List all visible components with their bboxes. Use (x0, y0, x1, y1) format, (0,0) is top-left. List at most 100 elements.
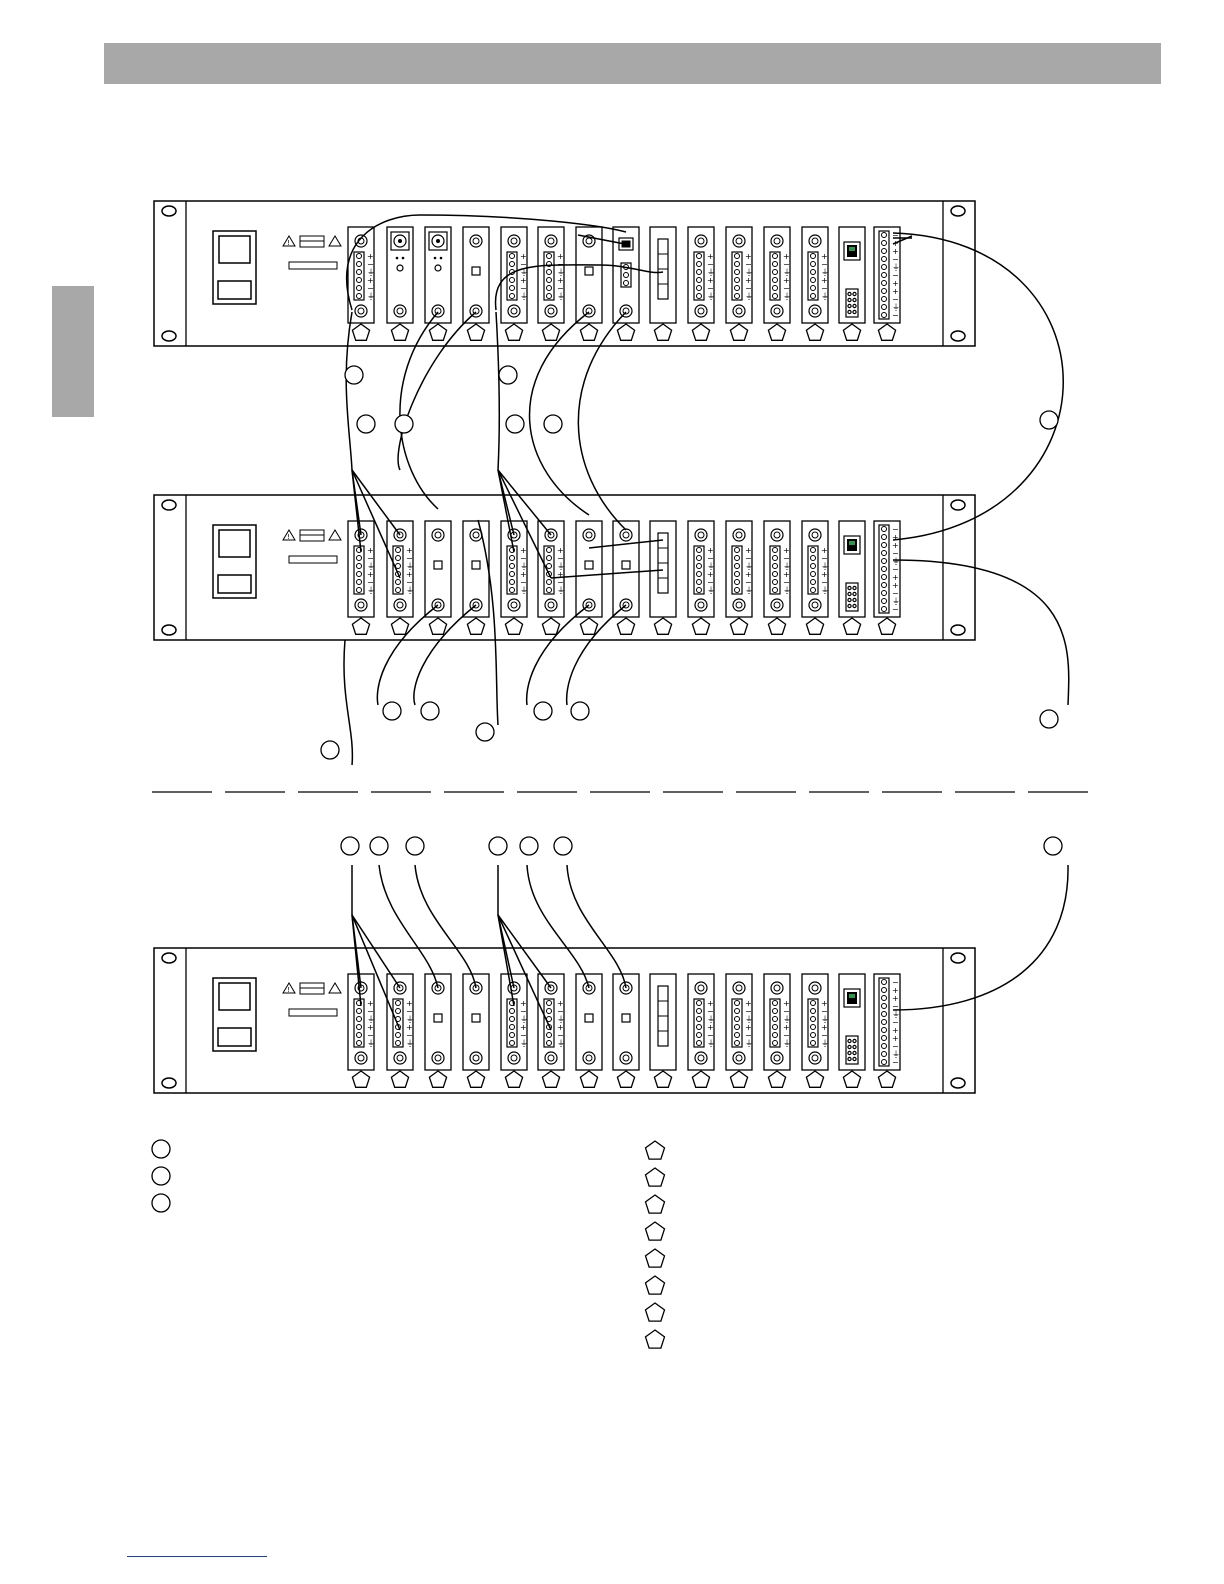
svg-text:−: − (892, 271, 899, 280)
slot-card-bnc (424, 226, 452, 341)
warning-triangle-icon (328, 235, 342, 247)
phono-jack-icon (582, 1051, 596, 1065)
terminal-block-icon: +−⏚+−⏚ (769, 251, 791, 301)
phono-jack-icon (694, 234, 708, 248)
phono-jack-icon (431, 304, 445, 318)
slot-card-phono: +−⏚+−⏚ (537, 973, 565, 1088)
pentagon-icon (842, 617, 862, 635)
svg-text:⏚: ⏚ (821, 1039, 829, 1048)
svg-text:+: + (892, 986, 899, 995)
phono-jack-icon (770, 981, 784, 995)
svg-text:+: + (406, 1023, 413, 1032)
callouts (320, 365, 1063, 856)
svg-text:−: − (783, 284, 790, 293)
circle-callout-icon (1043, 836, 1063, 856)
svg-text:⏚: ⏚ (520, 562, 528, 571)
pentagon-icon (691, 1070, 711, 1088)
pentagon-icon (541, 617, 561, 635)
slot-card-phono: +−⏚+−⏚ (763, 226, 791, 341)
circle-callout-icon (382, 701, 402, 721)
slot-card-phono: +−⏚+−⏚ (537, 226, 565, 341)
terminal-block-icon: +−⏚+−⏚ (769, 998, 791, 1048)
svg-text:⏚: ⏚ (520, 268, 528, 277)
svg-text:+: + (892, 994, 899, 1003)
svg-text:⏚: ⏚ (783, 586, 791, 595)
fuse-holder-icon (299, 529, 325, 542)
terminal-block-icon: +−⏚+−⏚ (693, 998, 715, 1048)
svg-text:−: − (783, 554, 790, 563)
cable (577, 311, 627, 531)
legend-pentagon-icon (644, 1167, 666, 1187)
cable (397, 311, 477, 471)
svg-text:⏚: ⏚ (520, 586, 528, 595)
svg-text:+: + (367, 1023, 374, 1032)
svg-text:!: ! (287, 986, 290, 994)
optical-port-icon (471, 560, 481, 570)
svg-text:⏚: ⏚ (557, 562, 565, 571)
svg-text:−: − (745, 260, 752, 269)
svg-text:+: + (520, 1023, 527, 1032)
power-switch-icon (212, 977, 257, 1052)
rack-panel: !+−⏚+−⏚+−⏚+−⏚+−⏚+−⏚+−⏚+−⏚+−⏚+−⏚+−⏚+−⏚+−⏚… (153, 947, 976, 1094)
phono-jack-icon (544, 304, 558, 318)
terminal-block-icon: +−⏚+−⏚ (807, 545, 829, 595)
terminal-block-icon: +−⏚+−⏚ (392, 998, 414, 1048)
svg-text:⏚: ⏚ (892, 557, 900, 566)
slot-card-optical (575, 973, 603, 1088)
svg-text:−: − (520, 260, 527, 269)
circle-callout-icon (394, 414, 414, 434)
svg-text:+: + (892, 1034, 899, 1043)
warning-triangle-icon (328, 529, 342, 541)
cable-jumper (577, 234, 631, 246)
svg-text:+: + (367, 546, 374, 555)
cable-fanout (351, 469, 401, 536)
pentagon-icon (805, 323, 825, 341)
svg-text:⏚: ⏚ (892, 1050, 900, 1059)
svg-text:⏚: ⏚ (367, 562, 375, 571)
dsub-connector-icon (845, 288, 859, 318)
svg-text:+: + (707, 546, 714, 555)
svg-text:+: + (892, 573, 899, 582)
svg-text:+: + (557, 546, 564, 555)
svg-text:+: + (520, 999, 527, 1008)
cable (345, 311, 353, 471)
svg-text:−: − (892, 1058, 899, 1067)
svg-text:+: + (892, 279, 899, 288)
slot-card-switch (649, 520, 677, 635)
phono-jack-icon (808, 304, 822, 318)
svg-text:⏚: ⏚ (821, 586, 829, 595)
mounting-hole (950, 499, 966, 511)
phono-jack-icon (544, 1051, 558, 1065)
mounting-hole (950, 624, 966, 636)
svg-text:−: − (821, 284, 828, 293)
pentagon-icon (767, 1070, 787, 1088)
svg-text:−: − (520, 284, 527, 293)
circle-callout-icon (505, 414, 525, 434)
svg-text:−: − (520, 578, 527, 587)
svg-text:+: + (520, 546, 527, 555)
svg-text:−: − (745, 284, 752, 293)
phono-jack-icon (732, 1051, 746, 1065)
svg-text:+: + (783, 1023, 790, 1032)
svg-text:⏚: ⏚ (745, 268, 753, 277)
phono-jack-icon (770, 234, 784, 248)
svg-text:⏚: ⏚ (892, 303, 900, 312)
slot-card-phono: +−⏚+−⏚ (801, 973, 829, 1088)
circle-callout-icon (420, 701, 440, 721)
svg-text:−: − (783, 1031, 790, 1040)
svg-text:+: + (821, 276, 828, 285)
phono-jack-icon (694, 304, 708, 318)
svg-text:⏚: ⏚ (406, 586, 414, 595)
svg-text:−: − (557, 578, 564, 587)
optical-port-icon (584, 560, 594, 570)
svg-text:⏚: ⏚ (892, 1010, 900, 1019)
mounting-hole (161, 1077, 177, 1089)
svg-text:⏚: ⏚ (707, 292, 715, 301)
terminal-block-icon: +−⏚+−⏚ (807, 251, 829, 301)
svg-text:+: + (367, 570, 374, 579)
slot-card-phono: +−⏚+−⏚ (500, 973, 528, 1088)
svg-text:−: − (406, 578, 413, 587)
circle-callout-icon (553, 836, 573, 856)
svg-text:+: + (745, 999, 752, 1008)
racks: !+−⏚+−⏚+−⏚+−⏚+−⏚+−⏚+−⏚+−⏚+−⏚+−⏚+−⏚+−⏚+−⏚… (153, 200, 976, 1094)
